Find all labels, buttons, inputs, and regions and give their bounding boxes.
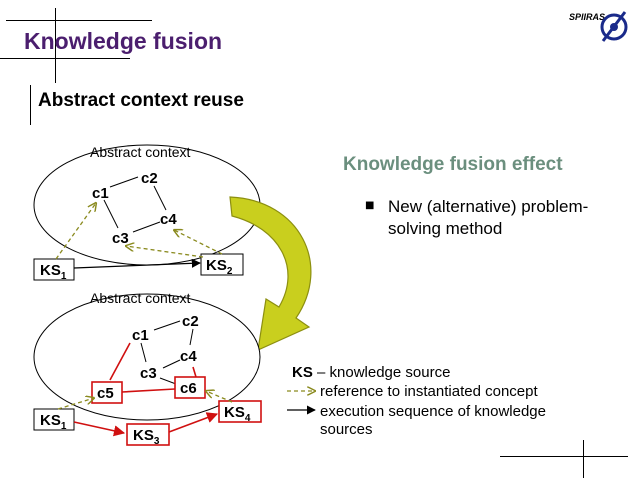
top-link-c1-c2	[109, 176, 139, 188]
top-concept-c2: c2	[141, 170, 158, 187]
legend-dashed-text: reference to instantiated concept	[320, 383, 538, 400]
top-ks2-ref-c4-arrow	[174, 230, 223, 255]
bottom-ks4-ref-c6-arrow	[206, 391, 233, 403]
legend-solid-text-2: sources	[320, 421, 373, 438]
institute-emblem-icon	[600, 11, 628, 42]
legend-solid-text-1: execution sequence of knowledge	[320, 403, 546, 420]
bottom-link-c2-c4	[189, 328, 194, 346]
bottom-ks1-label: KS1	[40, 412, 67, 432]
bottom-context-label: Abstract context	[90, 290, 190, 306]
effect-bullet-text: New (alternative) problem-solving method	[388, 197, 589, 238]
bottom-link-c3-c4	[162, 359, 181, 369]
bottom-c5-box	[91, 381, 123, 404]
top-context-ellipse	[33, 144, 261, 266]
bottom-red-link-c1-c5	[109, 342, 131, 381]
legend-ks-definition: – knowledge source	[317, 364, 451, 381]
bottom-ks1-box	[33, 408, 75, 431]
top-ks2-ref-c3-arrow	[126, 246, 204, 258]
bottom-concept-c6: c6	[180, 380, 197, 397]
bottom-c6-box	[174, 376, 206, 399]
effect-heading: Knowledge fusion effect	[343, 154, 563, 175]
bottom-link-c1-c2	[153, 320, 181, 331]
top-concept-c1: c1	[92, 185, 109, 202]
bottom-ks3-to-ks4-arrow	[168, 412, 219, 433]
top-link-c1-c3	[103, 199, 119, 229]
bottom-concept-c4: c4	[180, 348, 197, 365]
left-lower-line	[30, 85, 31, 125]
slide-subtitle: Abstract context reuse	[38, 90, 244, 111]
bottom-concept-c1: c1	[132, 327, 149, 344]
top-link-c2-c4	[153, 185, 167, 211]
bottom-red-link-c5-c6	[121, 388, 176, 393]
bottom-ks3-box	[126, 423, 170, 446]
top-ks1-label: KS1	[40, 262, 67, 282]
legend-ks-line: KS – knowledge source	[292, 364, 450, 381]
top-ks1-ref-c1-arrow	[55, 203, 96, 260]
top-concept-c4: c4	[160, 211, 177, 228]
bottom-ks3-label: KS3	[133, 427, 160, 447]
bottom-concept-c3: c3	[140, 365, 157, 382]
top-link-c3-c4	[132, 221, 161, 233]
top-ks1-to-ks2-arrow	[73, 258, 201, 269]
bottom-ks4-box	[218, 400, 262, 423]
bottom-right-line	[500, 456, 628, 457]
bottom-red-link-c6-c4	[192, 366, 197, 378]
bottom-concept-c2: c2	[182, 313, 199, 330]
slide-title: Knowledge fusion	[24, 28, 223, 54]
bottom-ks4-label: KS4	[224, 404, 251, 424]
bottom-right-vertical-line	[583, 440, 584, 478]
bottom-link-c3-c6	[159, 377, 177, 385]
top-concept-c3: c3	[112, 230, 129, 247]
left-vertical-line	[55, 8, 56, 83]
bottom-ks1-ref-c5-arrow	[57, 398, 94, 410]
legend-ks-term: KS	[292, 364, 313, 381]
fusion-curved-arrow	[229, 196, 312, 352]
top-context-label: Abstract context	[90, 144, 190, 160]
top-ks2-label: KS2	[206, 257, 233, 277]
bottom-concept-c5: c5	[97, 385, 114, 402]
title-underline	[0, 58, 130, 59]
top-ks1-box	[33, 258, 75, 281]
bottom-ks1-to-ks3-arrow	[73, 421, 126, 437]
logo-text: SPIIRAS	[569, 12, 606, 22]
bullet-square-icon: ■	[365, 200, 375, 211]
top-divider-line	[6, 20, 152, 21]
bottom-link-c1-c3	[140, 342, 147, 363]
